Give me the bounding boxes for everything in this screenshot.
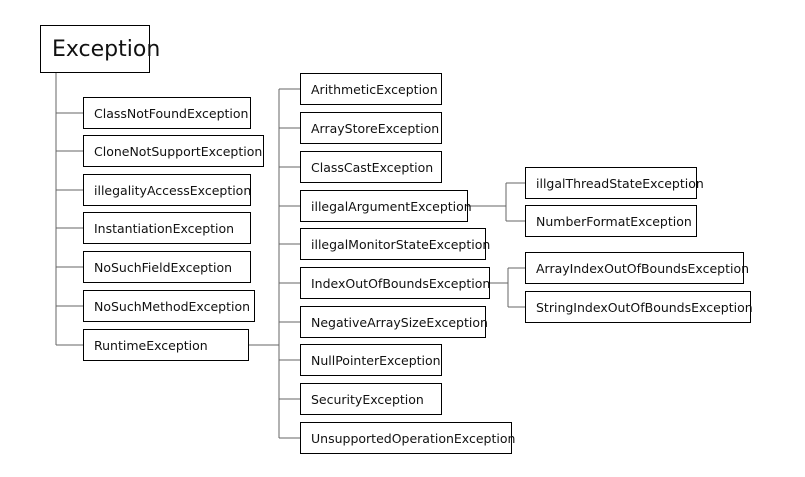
node-arithmetic-exception: ArithmeticException <box>300 73 442 105</box>
node-illegality-access-exception: illegalityAccessException <box>83 174 251 206</box>
node-index-out-of-bounds-exception: IndexOutOfBoundsException <box>300 267 490 299</box>
node-exception: Exception <box>40 25 160 73</box>
node-class-cast-exception: ClassCastException <box>300 151 442 183</box>
node-array-store-exception: ArrayStoreException <box>300 112 442 144</box>
node-no-such-method-exception: NoSuchMethodException <box>83 290 255 322</box>
node-array-index-out-of-bounds-exception: ArrayIndexOutOfBoundsException <box>525 252 749 284</box>
node-unsupported-operation-exception: UnsupportedOperationException <box>300 422 515 454</box>
node-illgal-thread-state-exception: illgalThreadStateException <box>525 167 704 199</box>
node-instantiation-exception: InstantiationException <box>83 212 251 244</box>
node-negative-array-size-exception: NegativeArraySizeException <box>300 306 488 338</box>
node-illegal-monitor-state-exception: illegalMonitorStateException <box>300 228 490 260</box>
node-class-not-found-exception: ClassNotFoundException <box>83 97 251 129</box>
node-no-such-field-exception: NoSuchFieldException <box>83 251 251 283</box>
node-string-index-out-of-bounds-exception: StringIndexOutOfBoundsException <box>525 291 753 323</box>
node-illegal-argument-exception: illegalArgumentException <box>300 190 472 222</box>
node-security-exception: SecurityException <box>300 383 442 415</box>
node-runtime-exception: RuntimeException <box>83 329 249 361</box>
node-null-pointer-exception: NullPointerException <box>300 344 442 376</box>
node-clone-not-support-exception: CloneNotSupportException <box>83 135 264 167</box>
node-number-format-exception: NumberFormatException <box>525 205 697 237</box>
